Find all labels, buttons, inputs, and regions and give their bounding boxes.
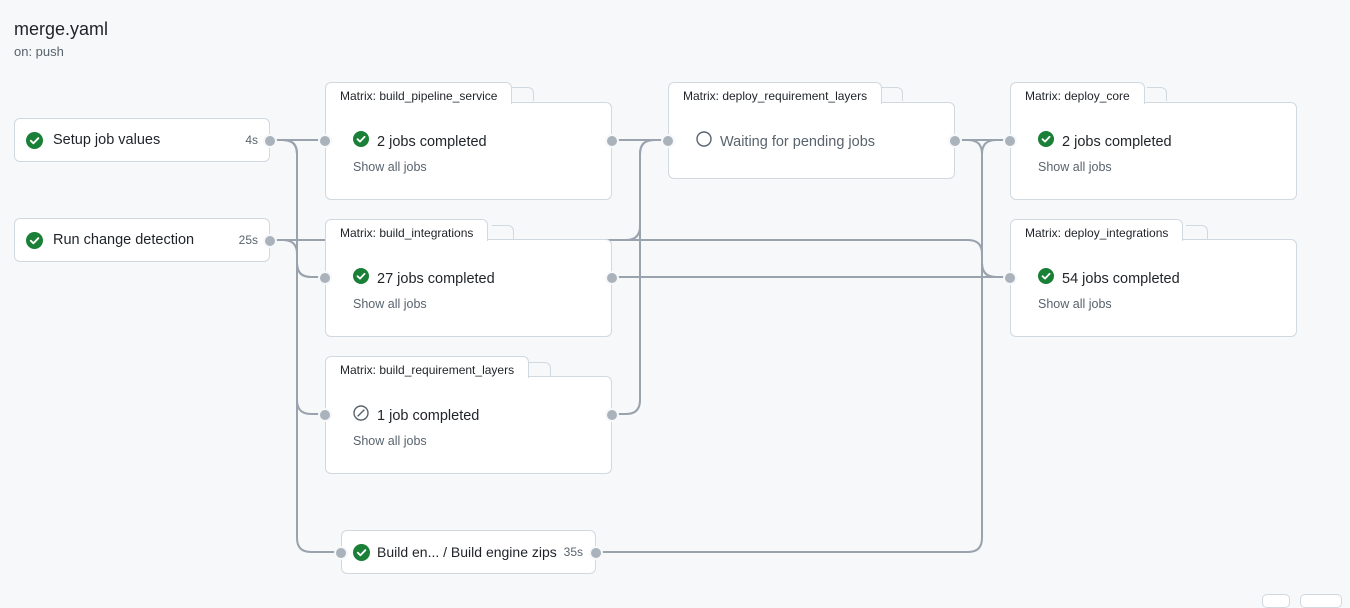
job-run-change-detection[interactable]: Run change detection 25s bbox=[14, 218, 270, 262]
show-all-jobs-link[interactable]: Show all jobs bbox=[353, 434, 427, 448]
matrix-status: Waiting for pending jobs bbox=[720, 133, 876, 150]
skipped-icon bbox=[353, 405, 369, 426]
show-all-jobs-link[interactable]: Show all jobs bbox=[353, 297, 427, 311]
job-setup-job-values[interactable]: Setup job values 4s bbox=[14, 118, 270, 162]
success-check-icon bbox=[353, 268, 369, 289]
matrix-status: 27 jobs completed bbox=[377, 270, 495, 287]
matrix-status: 2 jobs completed bbox=[1062, 133, 1172, 150]
connector-node bbox=[589, 546, 603, 560]
job-name: Setup job values bbox=[53, 132, 161, 148]
matrix-build-integrations[interactable]: 27 jobs completed Show all jobs bbox=[325, 239, 612, 337]
connector-node bbox=[605, 134, 619, 148]
workflow-title: merge.yaml bbox=[14, 19, 109, 39]
success-check-icon bbox=[353, 543, 370, 561]
zoom-out-button[interactable] bbox=[1262, 594, 1290, 608]
matrix-title-build-integrations: Matrix: build_integrations bbox=[325, 219, 489, 241]
matrix-deploy-core[interactable]: 2 jobs completed Show all jobs bbox=[1010, 102, 1297, 200]
matrix-title-build-requirement-layers: Matrix: build_requirement_layers bbox=[325, 356, 530, 378]
job-duration: 35s bbox=[563, 545, 583, 559]
matrix-status: 1 job completed bbox=[377, 407, 480, 424]
show-all-jobs-link[interactable]: Show all jobs bbox=[1038, 160, 1112, 174]
connector-node bbox=[948, 134, 962, 148]
matrix-title-deploy-integrations: Matrix: deploy_integrations bbox=[1010, 219, 1184, 241]
connector-node bbox=[263, 234, 277, 248]
matrix-title-build-pipeline-service: Matrix: build_pipeline_service bbox=[325, 82, 513, 104]
workflow-trigger: on: push bbox=[14, 44, 64, 59]
show-all-jobs-link[interactable]: Show all jobs bbox=[1038, 297, 1112, 311]
matrix-title-deploy-requirement-layers: Matrix: deploy_requirement_layers bbox=[668, 82, 883, 104]
success-check-icon bbox=[26, 131, 43, 149]
job-build-engine-zips[interactable]: Build en... / Build engine zips 35s bbox=[341, 530, 596, 574]
matrix-status: 2 jobs completed bbox=[377, 133, 487, 150]
success-check-icon bbox=[1038, 268, 1054, 289]
job-name: Run change detection bbox=[53, 232, 195, 248]
matrix-tab-stack bbox=[1186, 225, 1208, 239]
success-check-icon bbox=[1038, 131, 1054, 152]
matrix-tab-stack bbox=[529, 362, 551, 376]
matrix-deploy-integrations[interactable]: 54 jobs completed Show all jobs bbox=[1010, 239, 1297, 337]
connector-node bbox=[1003, 271, 1017, 285]
connector-node bbox=[605, 271, 619, 285]
connector-node bbox=[661, 134, 675, 148]
matrix-tab-stack bbox=[492, 225, 514, 239]
matrix-tab-stack bbox=[881, 87, 903, 101]
show-all-jobs-link[interactable]: Show all jobs bbox=[353, 160, 427, 174]
matrix-tab-stack bbox=[512, 87, 534, 101]
matrix-deploy-requirement-layers[interactable]: Waiting for pending jobs bbox=[668, 102, 955, 179]
matrix-build-requirement-layers[interactable]: 1 job completed Show all jobs bbox=[325, 376, 612, 474]
zoom-in-button[interactable] bbox=[1300, 594, 1342, 608]
connector-node bbox=[318, 271, 332, 285]
connector-node bbox=[263, 134, 277, 148]
success-check-icon bbox=[26, 231, 43, 249]
connector-node bbox=[318, 134, 332, 148]
connector-node bbox=[334, 546, 348, 560]
pending-circle-icon bbox=[696, 131, 712, 152]
matrix-build-pipeline-service[interactable]: 2 jobs completed Show all jobs bbox=[325, 102, 612, 200]
connector-node bbox=[605, 408, 619, 422]
connector-node bbox=[1003, 134, 1017, 148]
success-check-icon bbox=[353, 131, 369, 152]
job-name: Build en... / Build engine zips bbox=[377, 544, 557, 560]
job-duration: 25s bbox=[238, 233, 258, 247]
job-duration: 4s bbox=[245, 133, 258, 147]
matrix-status: 54 jobs completed bbox=[1062, 270, 1180, 287]
matrix-title-deploy-core: Matrix: deploy_core bbox=[1010, 82, 1145, 104]
matrix-tab-stack bbox=[1147, 87, 1167, 101]
connector-node bbox=[318, 408, 332, 422]
